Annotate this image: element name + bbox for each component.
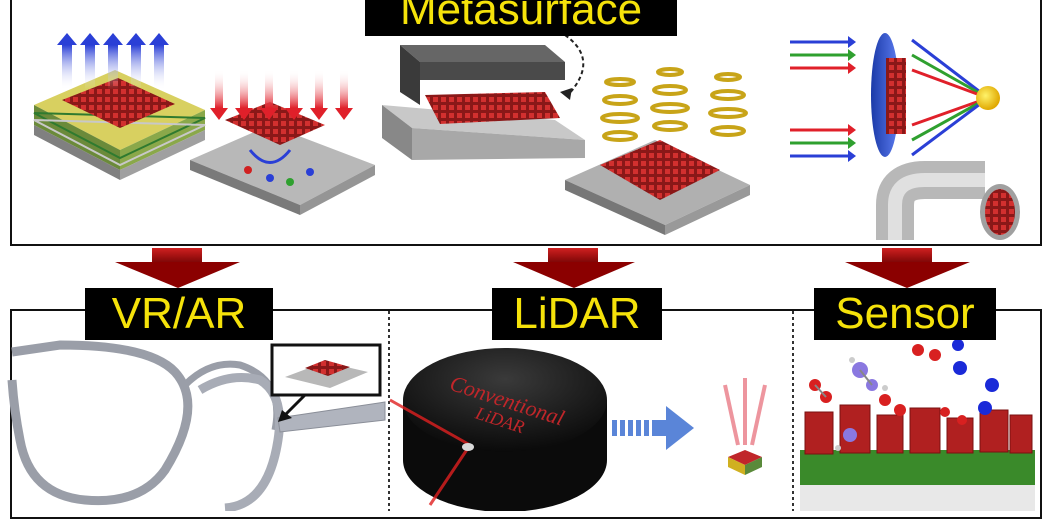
- down-arrow-right: [845, 248, 970, 288]
- incident-red-arrows: [210, 70, 353, 120]
- lidar-section-label: LiDAR: [492, 288, 662, 340]
- vr-ar-section-label: VR/AR: [85, 288, 273, 340]
- down-arrow-left: [115, 248, 240, 288]
- emission-metasurface-illustration: [33, 33, 206, 180]
- tunable-metasurface-illustration: [382, 34, 585, 160]
- molecules: [809, 339, 999, 451]
- miniaturization-arrow: [612, 406, 694, 450]
- chiral-metasurface-illustration: [565, 67, 750, 235]
- emission-arrows: [57, 33, 169, 90]
- sensor-illustration: [800, 339, 1035, 511]
- down-arrow-center: [513, 248, 635, 288]
- helical-light-spirals: [600, 67, 748, 142]
- metalens-focusing-illustration: [790, 33, 1000, 162]
- sensor-section-label: Sensor: [814, 288, 996, 340]
- lidar-illustration: Conventional LiDAR: [389, 348, 767, 511]
- metasurface-title-label: Metasurface: [365, 0, 677, 36]
- ar-glasses-illustration: [7, 340, 386, 511]
- fiber-metasurface-illustration: [876, 161, 1020, 240]
- sorting-metasurface-illustration: [190, 70, 375, 215]
